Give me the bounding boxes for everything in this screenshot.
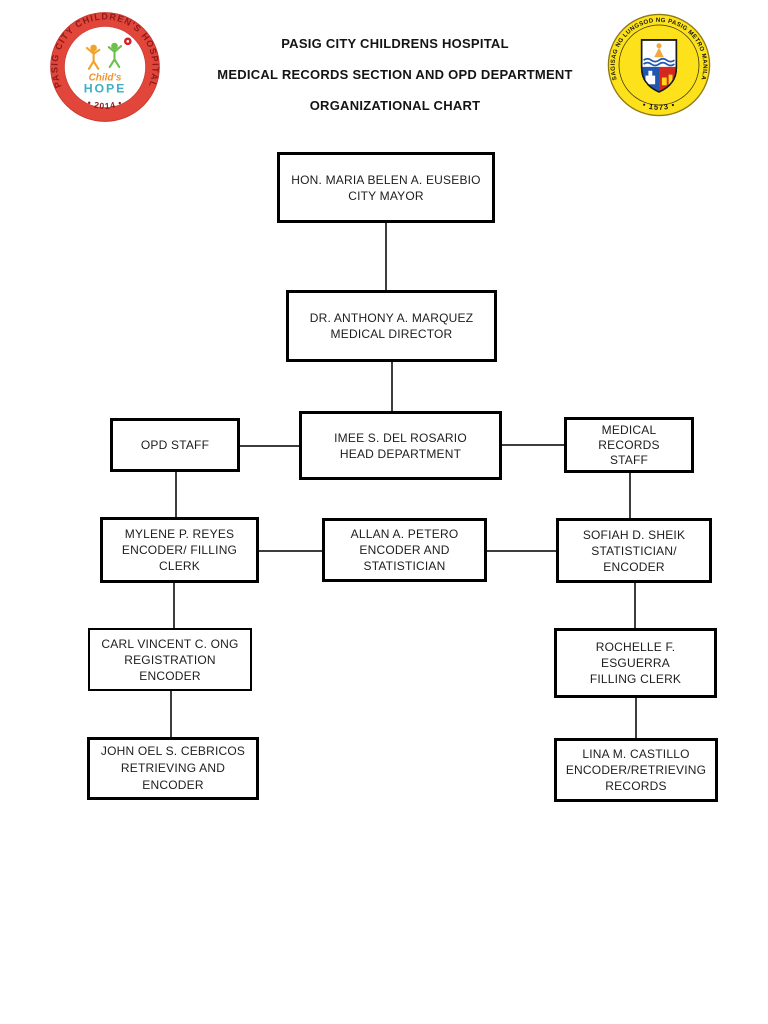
org-node-line: CLERK: [158, 559, 200, 573]
page-subtitle2: ORGANIZATIONAL CHART: [309, 98, 481, 113]
org-node-line: STATISTICIAN: [363, 559, 446, 573]
org-node-line: HEAD DEPARTMENT: [339, 446, 462, 461]
pasig-city-seal-icon: SAGISAG NG LUNGSOD NG PASIG METRO MANILA…: [607, 13, 711, 117]
org-node-medical-director: DR. ANTHONY A. MARQUEZ MEDICAL DIRECTOR: [286, 290, 497, 362]
seal-year-text: • 2014 •: [86, 97, 123, 111]
connector-rochelle-lina: [635, 698, 637, 738]
city-seal-year-text: • 1573 •: [641, 100, 675, 112]
org-node-allan-a-petero: ALLAN A. PETERO ENCODER AND STATISTICIAN: [322, 518, 487, 582]
org-node-line: JOHN OEL S. CEBRICOS: [100, 744, 246, 758]
org-node-line: MEDICAL DIRECTOR: [330, 327, 453, 341]
connector-mylene-carl: [173, 583, 175, 628]
org-node-rochelle-f-esguerra: ROCHELLE F. ESGUERRA FILLING CLERK: [554, 628, 717, 698]
org-node-line: LINA M. CASTILLO: [582, 747, 690, 761]
seal-childs-text: Child's: [89, 72, 122, 83]
org-node-line: ESGUERRA: [601, 656, 670, 670]
org-node-line: ENCODER/RETRIEVING: [565, 763, 707, 777]
page-subtitle: MEDICAL RECORDS SECTION AND OPD DEPARTME…: [217, 67, 573, 82]
child-figure-right-icon: [107, 42, 123, 69]
connector-mayor-director: [385, 223, 387, 290]
connector-head-mrstaff: [502, 444, 564, 446]
org-node-opd-staff: OPD STAFF: [110, 418, 240, 472]
org-node-city-mayor: HON. MARIA BELEN A. EUSEBIO CITY MAYOR: [277, 152, 495, 223]
org-node-line: STATISTICIAN/: [591, 543, 677, 558]
org-node-mylene-p-reyes: MYLENE P. REYES ENCODER/ FILLING CLERK: [100, 517, 259, 583]
org-node-john-oel-s-cebricos: JOHN OEL S. CEBRICOS RETRIEVING AND ENCO…: [87, 737, 259, 800]
connector-opd-mylene: [175, 472, 177, 517]
org-node-line: MYLENE P. REYES: [124, 527, 235, 541]
org-node-line: ENCODER: [139, 668, 201, 683]
org-node-line: DR. ANTHONY A. MARQUEZ: [309, 311, 474, 325]
org-node-line: ENCODER: [142, 778, 204, 792]
org-node-line: ENCODER/ FILLING: [121, 543, 238, 557]
connector-director-head: [391, 362, 393, 411]
page-title: PASIG CITY CHILDRENS HOSPITAL: [281, 36, 509, 51]
org-node-line: CARL VINCENT C. ONG: [101, 636, 239, 651]
connector-mylene-allan: [259, 550, 322, 552]
org-node-medical-records-staff: MEDICAL RECORDS STAFF: [564, 417, 694, 473]
org-node-line: REGISTRATION: [124, 652, 216, 667]
connector-mrstaff-sofiah: [629, 473, 631, 518]
svg-text:• 2014 •: • 2014 •: [86, 97, 124, 111]
org-node-sofiah-d-sheik: SOFIAH D. SHEIK STATISTICIAN/ ENCODER: [556, 518, 712, 583]
org-node-line: FILLING CLERK: [589, 672, 682, 686]
org-node-line: RETRIEVING AND: [120, 761, 226, 775]
org-node-line: OPD STAFF: [140, 438, 210, 452]
connector-carl-john: [170, 691, 172, 737]
svg-text:• 1573 •: • 1573 •: [641, 100, 676, 112]
org-node-line: HON. MARIA BELEN A. EUSEBIO: [291, 172, 481, 187]
connector-allan-sofiah: [487, 550, 556, 552]
org-node-line: MEDICAL: [601, 422, 657, 437]
document-title-block: PASIG CITY CHILDRENS HOSPITAL MEDICAL RE…: [22, 36, 768, 129]
connector-opd-head: [240, 445, 299, 447]
org-node-line: STAFF: [609, 452, 649, 467]
connector-sofiah-rochelle: [634, 583, 636, 628]
child-figure-left-icon: [85, 44, 101, 70]
org-node-line: RECORDS: [605, 779, 667, 793]
org-node-line: IMEE S. DEL ROSARIO: [334, 430, 467, 445]
org-node-line: ALLAN A. PETERO: [350, 527, 459, 541]
org-node-carl-vincent-c-ong: CARL VINCENT C. ONG REGISTRATION ENCODER: [88, 628, 252, 691]
org-node-lina-m-castillo: LINA M. CASTILLO ENCODER/RETRIEVING RECO…: [554, 738, 718, 802]
city-shield-icon: [640, 39, 678, 93]
org-node-line: ENCODER: [603, 559, 665, 574]
hospital-seal-icon: PASIG CITY CHILDREN'S HOSPITAL • 2014 • …: [49, 11, 160, 122]
org-node-head-department: IMEE S. DEL ROSARIO HEAD DEPARTMENT: [299, 411, 502, 480]
org-node-line: CITY MAYOR: [348, 188, 424, 203]
seal-hope-text: HOPE: [84, 82, 127, 96]
org-node-line: SOFIAH D. SHEIK: [582, 527, 686, 542]
org-node-line: ROCHELLE F.: [595, 640, 676, 654]
org-node-line: ENCODER AND: [359, 543, 450, 557]
org-node-line: RECORDS: [598, 437, 660, 452]
